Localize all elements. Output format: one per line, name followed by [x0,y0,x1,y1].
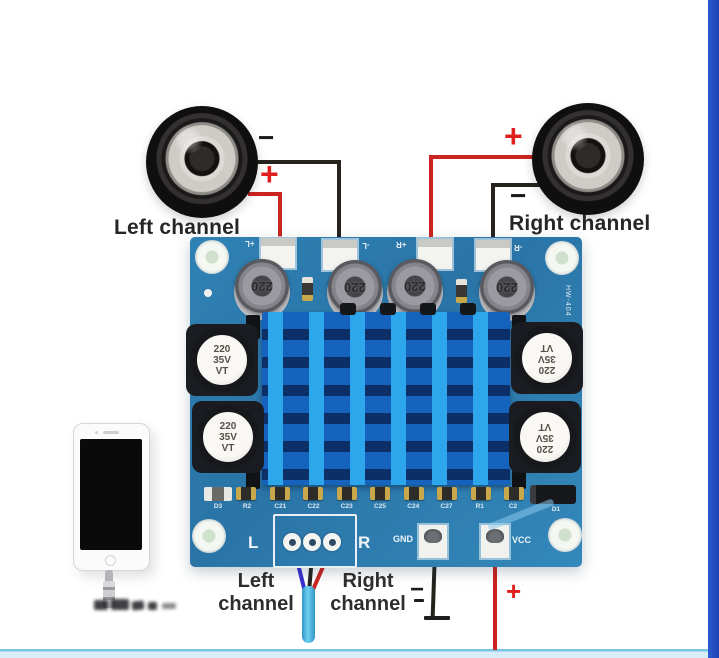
smd-cluster [302,277,313,301]
audio-pad-left [283,533,301,551]
smd-component [504,487,524,500]
left-plus-sign: + [260,156,279,192]
smd-cluster [456,279,467,303]
smd-component [269,487,290,500]
audio-left-label: L [248,533,259,552]
right-channel-label: Right channel [509,212,651,235]
left-minus-sign: − [258,122,275,153]
phone-camera-dot [95,431,98,434]
smd-component [303,487,323,500]
smd-component [370,487,390,500]
terminal-label: -L [362,241,370,250]
bottom-accent-bar [0,649,719,658]
mounting-hole [192,519,226,553]
left-speaker-negative-wire [250,160,341,164]
left-speaker-positive-wire [248,192,282,196]
gnd-terminal [419,525,447,558]
terminal-label: +L [245,239,255,248]
mounting-hole [545,241,579,275]
heatsink [262,312,510,485]
smd-ref-row: R2 C21 C22 C23 C25 C24 C27 R1 C2 [242,503,518,510]
heatsink-bump [380,303,396,315]
smd-component [470,487,491,500]
phone-earpiece [103,431,119,434]
right-speaker-negative-wire-drop [491,183,495,256]
right-accent-stripe [708,0,719,658]
inductor: 220 [235,259,289,313]
gnd-label: GND [393,534,413,544]
left-speaker [146,106,258,218]
right-speaker [532,103,644,215]
vcc-plus-sign: + [506,576,522,606]
right-plus-sign: + [504,118,523,154]
left-speaker-positive-wire-drop [278,192,282,256]
bottom-left-channel-label: Left channel [218,570,294,615]
smd-component [236,487,256,500]
phone-screen [80,439,142,550]
gnd-minus-sign: − [410,576,425,603]
ground-symbol-bar [424,616,450,620]
heatsink-bump [340,303,356,315]
phone-home-button [105,555,116,566]
board-model-text: HW-404 [564,285,571,317]
smartphone [73,423,150,571]
vcc-wire [493,540,497,650]
vcc-terminal [481,525,509,558]
mounting-hole [548,518,582,552]
smd-component [437,487,457,500]
smd-row [236,487,524,500]
smd-component [204,487,232,501]
right-speaker-positive-wire [429,155,540,159]
smd-ref: D3 [213,503,223,510]
left-speaker-negative-wire-drop [337,160,341,256]
inductor: 220 [480,260,534,314]
heatsink-bump [420,303,436,315]
ground-symbol-dash [414,599,424,602]
audio-cable [302,586,315,643]
bottom-right-channel-label: Right channel [330,570,406,615]
mounting-hole [195,240,229,274]
audio-pad-gnd [303,533,321,551]
vcc-label: VCC [512,535,532,545]
right-minus-sign: − [510,180,527,211]
audio-jack-tip [105,570,113,582]
audio-input-box [273,514,357,568]
terminal-label: -R [514,243,523,252]
smd-ref: D1 [551,506,561,513]
right-speaker-negative-wire [491,183,550,187]
audio-right-label: R [358,533,371,552]
smd-component [403,487,424,500]
terminal-label: +R [396,240,407,249]
smd-component [336,487,357,500]
diode [530,485,576,504]
heatsink-bump [460,303,476,315]
blurred-watermark [92,596,184,616]
via-dot [204,289,212,297]
right-speaker-positive-wire-drop [429,155,433,256]
audio-pad-right [323,533,341,551]
left-channel-label: Left channel [114,216,241,239]
